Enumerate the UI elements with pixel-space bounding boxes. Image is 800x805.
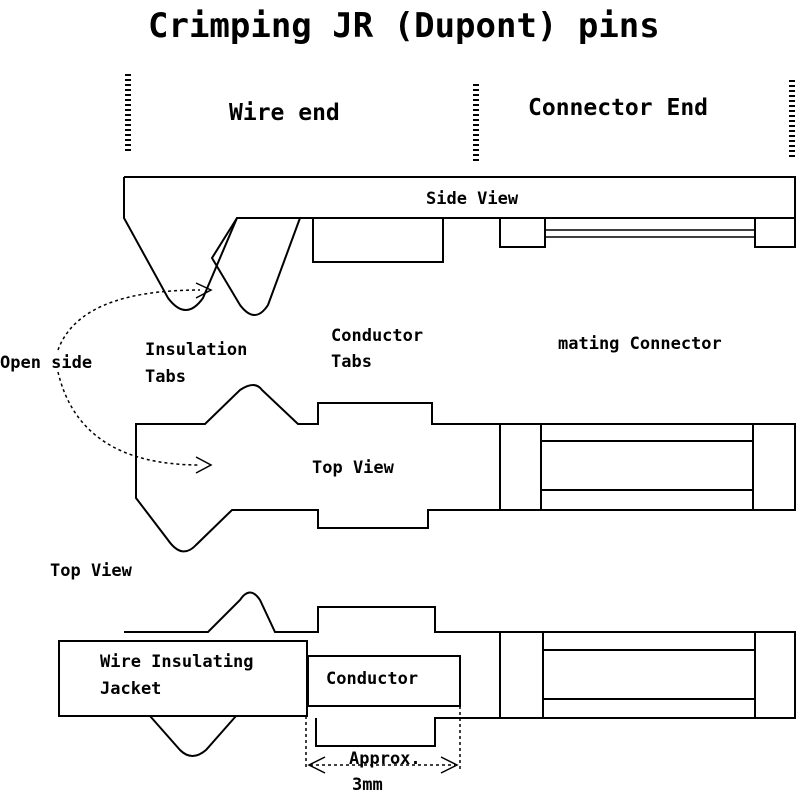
- open-side-arrow-up: [57, 289, 201, 351]
- label-conductor-tabs-1: Conductor: [331, 326, 423, 346]
- bottom-view-outline-bottom: [315, 717, 500, 747]
- connector-housing-bottom: [499, 631, 796, 719]
- connector-housing-top: [499, 423, 796, 511]
- top-view-drawing: [135, 384, 796, 553]
- bottom-view-drawing: [58, 591, 796, 757]
- connector-block-left-side: [499, 217, 546, 248]
- label-mating-connector: mating Connector: [558, 334, 722, 354]
- connector-block-right-side: [754, 217, 796, 248]
- label-wire-jacket-1: Wire Insulating: [100, 652, 254, 672]
- label-conductor-tabs-2: Tabs: [331, 352, 372, 372]
- top-view-outline: [135, 384, 500, 553]
- arrow-head-down: [195, 456, 213, 474]
- open-side-arrows: [57, 282, 213, 474]
- conductor-tabs-side: [312, 217, 444, 263]
- heading-connector-end: Connector End: [528, 95, 708, 121]
- heading-wire-end: Wire end: [229, 100, 340, 126]
- dimension-approx: [305, 706, 461, 774]
- label-top-view-center: Top View: [312, 458, 395, 478]
- label-top-view-left: Top View: [50, 561, 133, 581]
- diagram-title: Crimping JR (Dupont) pins: [148, 6, 660, 46]
- label-conductor: Conductor: [326, 669, 418, 689]
- open-side-arrow-down: [57, 371, 201, 466]
- label-insulation-tabs-2: Tabs: [145, 367, 186, 387]
- label-wire-jacket-2: Jacket: [100, 679, 161, 699]
- dimension-arrow-right: [440, 756, 459, 774]
- arrow-head-up: [195, 282, 213, 299]
- bottom-insulation-tab: [149, 715, 237, 757]
- label-insulation-tabs-1: Insulation: [145, 340, 247, 360]
- wire-jacket-box: [58, 640, 308, 717]
- connector-inner-bottom: [542, 649, 756, 700]
- label-side-view: Side View: [426, 189, 519, 209]
- dimension-arrow-left: [307, 756, 326, 774]
- side-view-drawing: [123, 176, 796, 316]
- bottom-view-outline-top: [124, 591, 500, 633]
- label-approx-2: 3mm: [352, 775, 383, 795]
- label-approx-1: Approx.: [349, 749, 421, 769]
- connector-inner-top: [540, 440, 754, 491]
- label-open-side: Open side: [0, 353, 92, 373]
- insulation-tab-side: [210, 217, 301, 316]
